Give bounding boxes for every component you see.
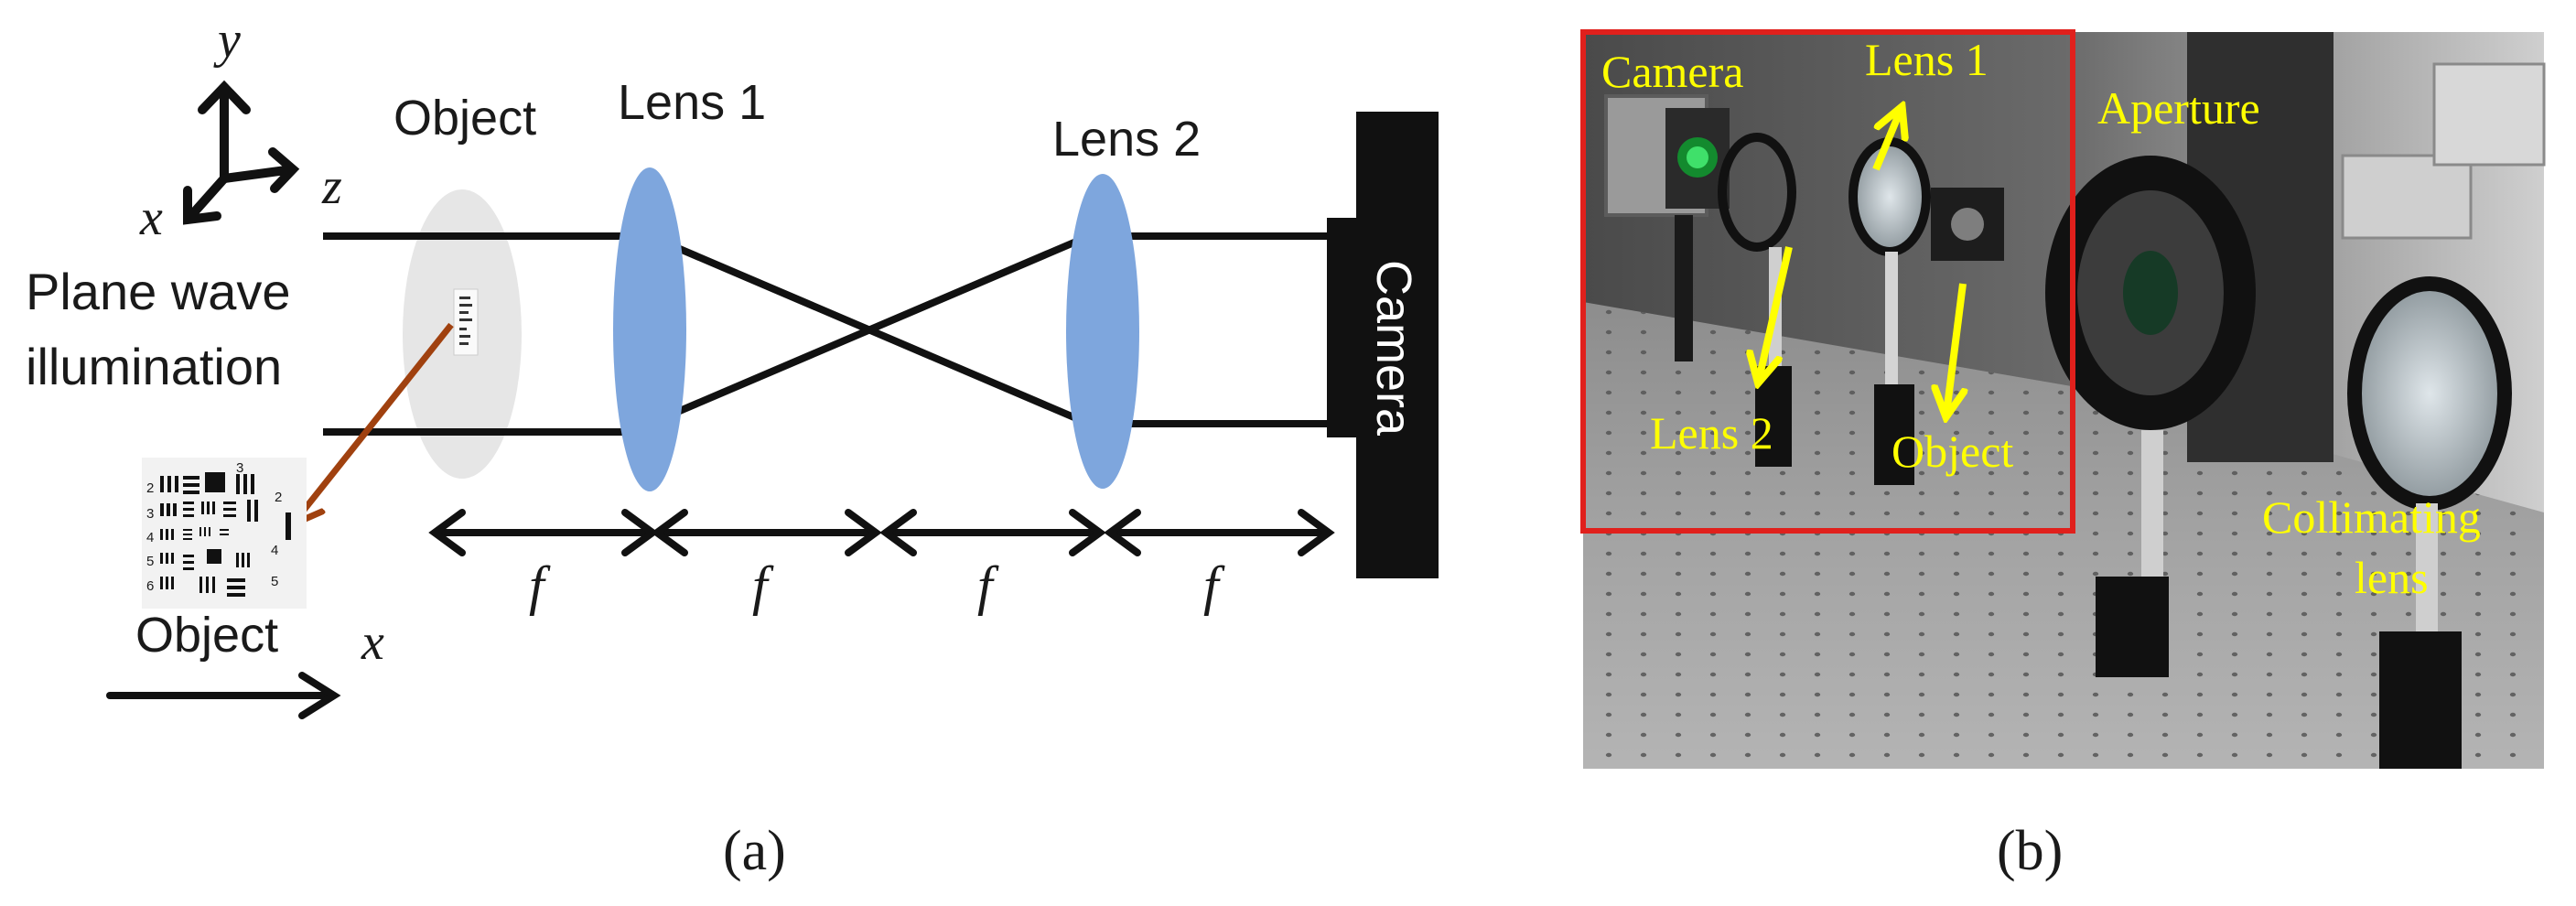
target-number: 3: [146, 506, 154, 522]
optical-table-holes: [1583, 302, 2544, 769]
lens1-label: Lens 1: [618, 75, 766, 130]
caption-b: (b): [1997, 820, 2063, 882]
collimating-lens-photo: [2347, 276, 2512, 769]
target-number: 4: [146, 530, 154, 545]
zoom-pointer-arrow: [295, 322, 454, 522]
lens1: [613, 167, 686, 491]
target-x-label: x: [361, 614, 384, 671]
target-number: 2: [275, 490, 282, 505]
object-sample: [453, 288, 479, 356]
lens1-photo-label: Lens 1: [1865, 34, 1989, 85]
illumination-label-line1: Plane wave: [26, 263, 291, 320]
target-number: 6: [146, 578, 154, 594]
panel-a: y z x Object Lens 1 Lens 2 Plane wave il…: [26, 12, 1439, 882]
camera-block: Camera: [1327, 112, 1439, 578]
equipment-box: [2432, 62, 2546, 167]
axis-y-label: y: [213, 12, 241, 69]
camera-photo-label: Camera: [1601, 46, 1743, 97]
lens2-label: Lens 2: [1052, 112, 1201, 167]
target-number: 5: [146, 554, 154, 569]
focal-label: f: [529, 555, 551, 616]
target-number: 4: [271, 543, 278, 558]
illumination-label-line2: illumination: [26, 338, 282, 395]
equipment-box: [2341, 154, 2473, 240]
axes-icon: [183, 80, 300, 225]
usaf-target-image: 2 3 4 5 6 3 2 4 5: [142, 458, 307, 609]
object-photo-label: Object: [1892, 426, 2013, 477]
axis-x-label: x: [139, 189, 163, 246]
target-number: 2: [146, 480, 154, 496]
panel-b: Camera Lens 1 Aperture Lens 2 Object Col…: [1580, 29, 2546, 882]
aperture-photo-label: Aperture: [2097, 82, 2260, 134]
object-label: Object: [393, 91, 536, 146]
target-object-label: Object: [135, 608, 278, 663]
focal-label: f: [1203, 555, 1225, 616]
camera-photo: [1604, 94, 1730, 361]
aperture-photo: [2045, 156, 2256, 677]
camera-label: Camera: [1366, 260, 1421, 437]
collimating-lens-photo-label-line2: lens: [2355, 552, 2429, 603]
target-number: 5: [271, 574, 278, 589]
axis-z-label: z: [321, 158, 342, 215]
object-photo: [1848, 137, 2004, 485]
lens2: [1066, 174, 1139, 489]
highlight-box: [1580, 29, 2075, 534]
focal-label: f: [977, 555, 999, 616]
beam-lines: [323, 232, 1327, 436]
focal-label: f: [752, 555, 774, 616]
lens2-photo-label: Lens 2: [1650, 407, 1773, 458]
focal-arrows: [428, 509, 1335, 556]
caption-a: (a): [723, 820, 786, 882]
target-x-arrow: [106, 672, 341, 719]
annotation-arrows: [1759, 110, 1963, 414]
collimating-lens-photo-label-line1: Collimating: [2262, 491, 2481, 543]
target-number: 3: [236, 460, 243, 476]
